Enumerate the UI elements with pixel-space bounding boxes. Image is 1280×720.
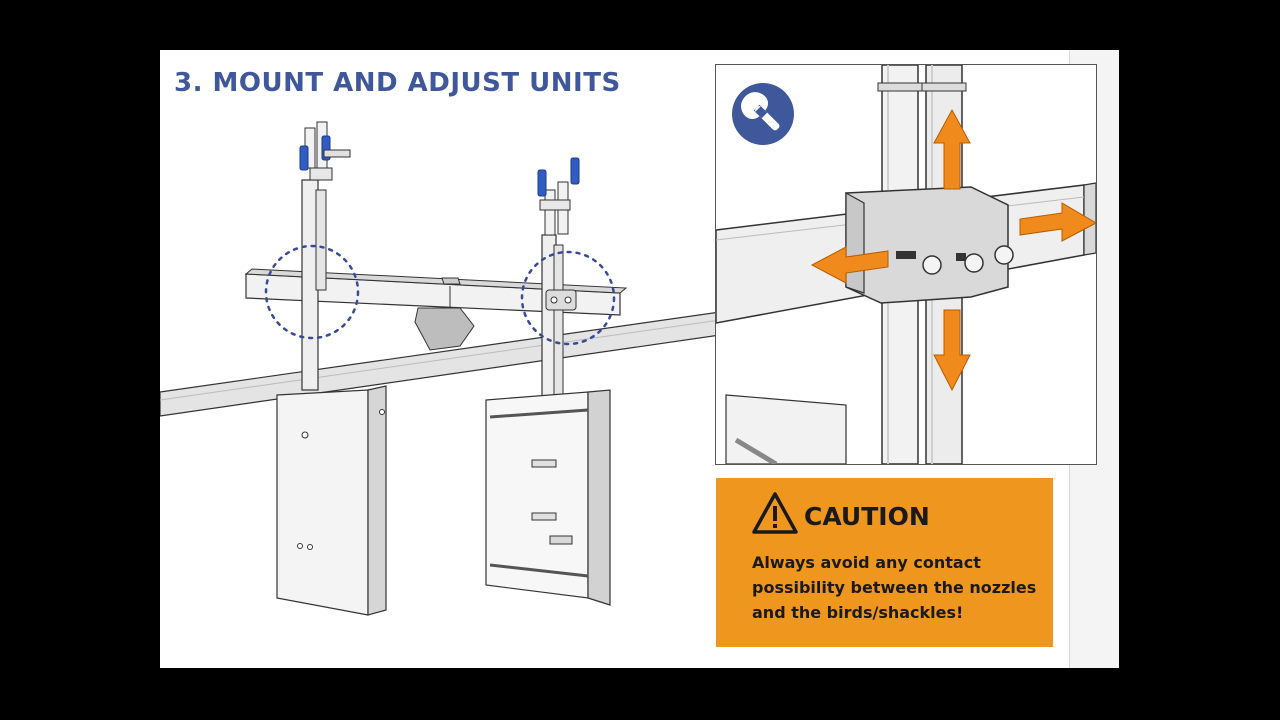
slide: 3. MOUNT AND ADJUST UNITS bbox=[160, 50, 1119, 668]
trolley-bracket bbox=[414, 307, 475, 351]
caution-message: Always avoid any contact possibility bet… bbox=[752, 553, 1037, 622]
caution-box: CAUTION Always avoid any contact possibi… bbox=[716, 478, 1053, 647]
arrow-down bbox=[933, 309, 971, 392]
wrench-icon bbox=[732, 83, 794, 145]
overhead-rail bbox=[160, 311, 720, 417]
left-valve-assembly bbox=[299, 121, 351, 181]
arrow-left bbox=[810, 246, 889, 284]
left-spray-box bbox=[276, 389, 369, 616]
detail-illustration bbox=[716, 65, 1096, 464]
right-valve-assembly bbox=[537, 157, 580, 236]
warning-triangle-icon bbox=[752, 492, 798, 534]
callout-circle-left bbox=[264, 244, 360, 340]
caution-heading: CAUTION bbox=[804, 502, 930, 531]
callout-circle-right bbox=[520, 250, 616, 346]
main-illustration bbox=[160, 121, 720, 616]
detail-panel bbox=[715, 64, 1097, 465]
detail-clamp bbox=[845, 186, 1009, 304]
arrow-up bbox=[933, 108, 971, 190]
arrow-right bbox=[1019, 202, 1096, 242]
slide-title: 3. MOUNT AND ADJUST UNITS bbox=[174, 68, 621, 98]
